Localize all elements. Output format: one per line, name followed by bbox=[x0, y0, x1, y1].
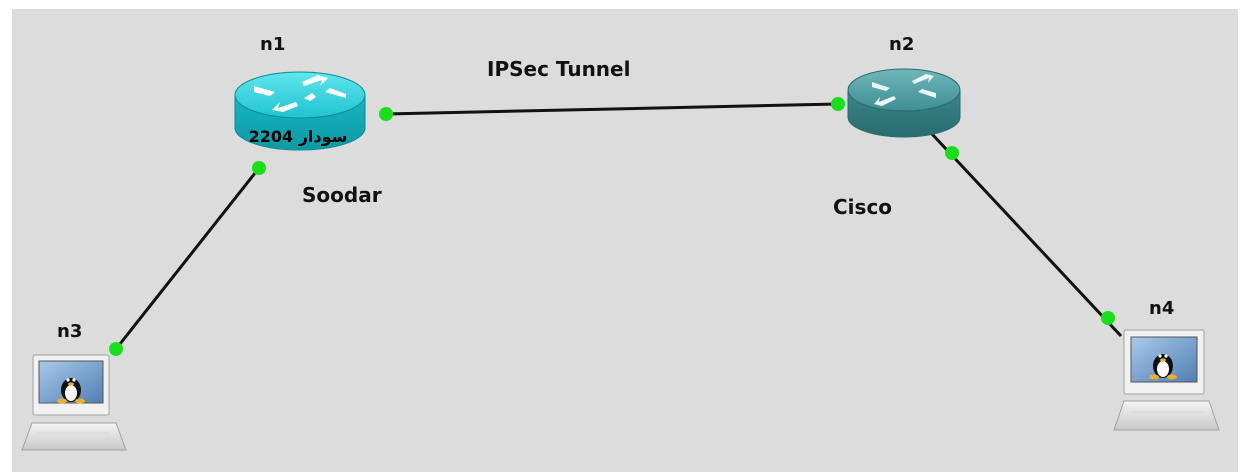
port-n1-tunnel[interactable] bbox=[379, 107, 393, 121]
router-n2[interactable] bbox=[847, 68, 961, 138]
linux-tux-icon bbox=[57, 378, 85, 404]
node-name-soodar: Soodar bbox=[302, 183, 382, 207]
port-n1-n3[interactable] bbox=[252, 161, 266, 175]
node-label-n2: n2 bbox=[889, 34, 915, 55]
node-label-n4: n4 bbox=[1149, 298, 1175, 319]
laptop-n3[interactable] bbox=[21, 354, 127, 451]
laptop-n4[interactable] bbox=[1113, 329, 1220, 431]
router-n1-brand-text: سودار 2204 bbox=[249, 127, 348, 146]
router-arrows-icon bbox=[872, 74, 936, 106]
port-n2-n4[interactable] bbox=[945, 146, 959, 160]
router-n1[interactable]: سودار 2204 bbox=[234, 71, 366, 151]
link-n2-n4[interactable] bbox=[930, 132, 1123, 338]
port-n4[interactable] bbox=[1101, 311, 1115, 325]
port-n2-tunnel[interactable] bbox=[831, 97, 845, 111]
link-n1-n3[interactable] bbox=[114, 167, 261, 350]
node-name-cisco: Cisco bbox=[833, 195, 893, 219]
link-n1-n2[interactable] bbox=[385, 102, 839, 116]
link-label-tunnel: IPSec Tunnel bbox=[487, 57, 631, 81]
node-label-n3: n3 bbox=[57, 321, 83, 342]
linux-tux-icon bbox=[1149, 354, 1177, 380]
node-label-n1: n1 bbox=[260, 34, 286, 55]
port-n3[interactable] bbox=[109, 342, 123, 356]
router-arrows-icon bbox=[254, 75, 346, 112]
